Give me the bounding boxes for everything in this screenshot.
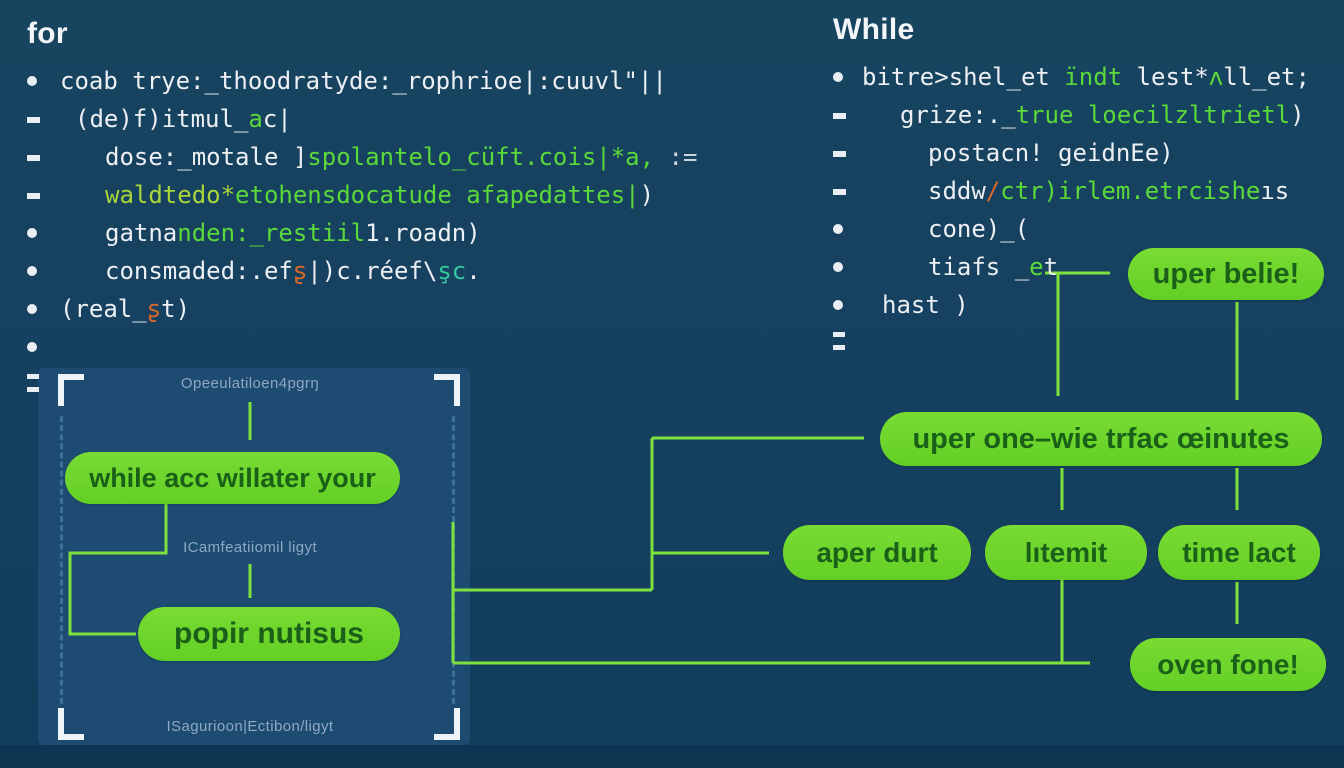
corner-bracket-bottom-left (58, 708, 84, 740)
code-text: grize:._true loecilzltrietl) (900, 101, 1305, 129)
code-text: tiafs _et (928, 253, 1059, 281)
code-row: bitre>shel_et ïndt lest*ʌll_et; (833, 58, 1344, 96)
row-bullet (833, 262, 843, 272)
row-bullet (833, 189, 846, 195)
while-rows: bitre>shel_et ïndt lest*ʌll_et; grize:._t… (833, 58, 1344, 362)
litemit-box: lıtemit (985, 525, 1147, 580)
code-text: coab trye:_thoodratyde:_rophrioe|:cuuvl"… (60, 67, 667, 95)
code-text: waldtedo*etohensdocatude afapedattes|) (105, 181, 655, 209)
dashed-border-right (452, 416, 455, 704)
while-condition-box: while acc willater your (65, 452, 400, 504)
code-row: cone)_( (833, 210, 1344, 248)
row-bullet (833, 332, 845, 356)
uper-belie-box: uper belie! (1128, 248, 1324, 300)
row-bullet (27, 117, 40, 123)
row-bullet (27, 342, 37, 352)
row-bullet (27, 193, 40, 199)
popir-nutisus-box: popir nutisus (138, 607, 400, 661)
panel-top-label: Opeeulatiloen4pgrŋ (180, 375, 320, 392)
corner-bracket-bottom-right (434, 708, 460, 740)
corner-bracket-top-right (434, 374, 460, 406)
code-row: tiafs _et (833, 248, 1344, 286)
loop-flow-panel (38, 368, 470, 745)
code-row: (real_ʂt) (27, 290, 787, 328)
code-text: hast ) (882, 291, 969, 319)
row-bullet (833, 300, 843, 310)
for-heading: for (27, 17, 68, 50)
code-row: hast ) (833, 286, 1344, 324)
time-lact-box: time lact (1158, 525, 1320, 580)
code-row (27, 328, 787, 366)
code-text: cone)_( (928, 215, 1030, 243)
dashed-border-left (60, 416, 63, 704)
code-row: dose:_motale ]spolantelo_cüft.cois|*a, :… (27, 138, 787, 176)
code-text: bitre>shel_et ïndt lest*ʌll_et; (862, 63, 1310, 91)
code-row: (de)f)itmul_ac| (27, 100, 787, 138)
big-process-box: uper one–wie trfac œinutes (880, 412, 1322, 466)
row-bullet (27, 374, 39, 398)
code-text: (real_ʂt) (60, 295, 191, 323)
code-row: waldtedo*etohensdocatude afapedattes|) (27, 176, 787, 214)
oven-fone-box: oven fone! (1130, 638, 1326, 691)
code-row: sddw/ctr)irlem.etrcisheıs (833, 172, 1344, 210)
bottom-band (0, 745, 1344, 768)
code-row: consmaded:.efʂ|)c.réef\şc. (27, 252, 787, 290)
code-text: gatnanden:_restiil1.roadn) (105, 219, 481, 247)
row-bullet (27, 228, 37, 238)
while-heading: While (833, 13, 915, 46)
code-text: consmaded:.efʂ|)c.réef\şc. (105, 257, 481, 285)
code-text: dose:_motale ]spolantelo_cüft.cois|*a, :… (105, 143, 698, 171)
code-text: sddw/ctr)irlem.etrcisheıs (928, 177, 1290, 205)
code-row (27, 366, 787, 404)
row-bullet (27, 266, 37, 276)
code-row: gatnanden:_restiil1.roadn) (27, 214, 787, 252)
for-rows: coab trye:_thoodratyde:_rophrioe|:cuuvl"… (27, 62, 787, 404)
corner-bracket-top-left (58, 374, 84, 406)
row-bullet (833, 113, 846, 119)
while-code-block: While bitre>shel_et ïndt lest*ʌll_et;gri… (833, 12, 1344, 362)
code-text: (de)f)itmul_ac| (75, 105, 292, 133)
aper-durt-box: aper durt (783, 525, 971, 580)
row-bullet (833, 151, 846, 157)
code-text: postacn! geidnEe) (928, 139, 1174, 167)
row-bullet (27, 76, 37, 86)
row-bullet (833, 224, 843, 234)
panel-bottom-label: ISagurioon|Ectibon/ligyt (166, 718, 334, 735)
code-row: postacn! geidnEe) (833, 134, 1344, 172)
row-bullet (27, 304, 37, 314)
code-row: coab trye:_thoodratyde:_rophrioe|:cuuvl"… (27, 62, 787, 100)
row-bullet (27, 155, 40, 161)
code-row: grize:._true loecilzltrietl) (833, 96, 1344, 134)
code-row (833, 324, 1344, 362)
for-code-block: for coab trye:_thoodratyde:_rophrioe|:cu… (27, 16, 787, 404)
row-bullet (833, 72, 843, 82)
panel-mid-label: ICamfeatiiomil ligyt (183, 539, 317, 556)
